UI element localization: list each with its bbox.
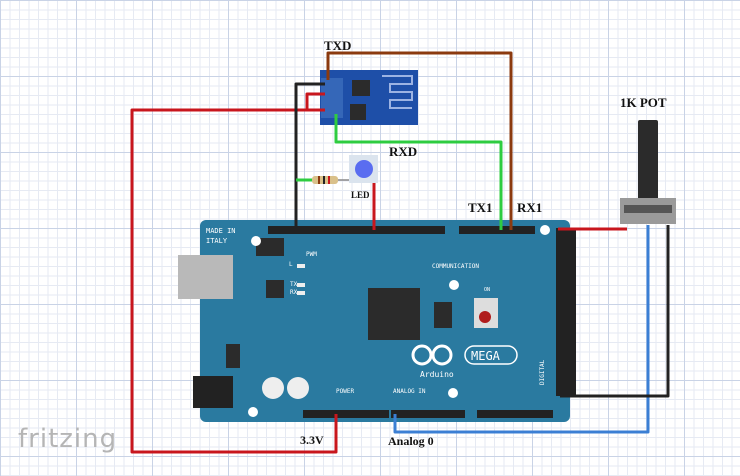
- wire-txd[interactable]: [326, 51, 513, 230]
- rx-led-label: RX: [290, 289, 298, 296]
- header-digital: [369, 226, 445, 234]
- microcontroller-chip: [368, 288, 420, 340]
- header-power: [303, 410, 389, 418]
- rxd-label: RXD: [389, 144, 417, 159]
- l-led-label: L: [289, 261, 293, 268]
- tx1-label: TX1: [468, 200, 493, 215]
- led-label: LED: [351, 190, 370, 200]
- analog0-label: Analog 0: [388, 434, 434, 448]
- v33-label: 3.3V: [300, 433, 324, 447]
- arduino-logo: MEGA Arduino: [411, 344, 518, 379]
- arduino-mega-board[interactable]: MADE IN ITALY PWM COMMUNICATION L TX RX …: [178, 220, 576, 422]
- fritzing-watermark: fritzing: [18, 424, 118, 454]
- analog-in-label: ANALOG IN: [393, 388, 426, 395]
- made-in-label: MADE IN: [206, 227, 236, 235]
- mega-label: MEGA: [471, 349, 501, 363]
- arduino-brand-label: Arduino: [420, 370, 454, 379]
- pot-knob: [638, 120, 658, 200]
- italy-label: ITALY: [206, 237, 228, 245]
- header-digital-pwm: [268, 226, 376, 234]
- wire-rxd[interactable]: [334, 114, 503, 230]
- capacitor: [287, 377, 309, 399]
- communication-label: COMMUNICATION: [432, 263, 479, 270]
- blue-led[interactable]: [349, 155, 378, 183]
- power-jack: [193, 376, 233, 408]
- capacitor: [262, 377, 284, 399]
- digital-label: DIGITAL: [539, 359, 546, 385]
- wire-3v3[interactable]: [130, 108, 338, 454]
- resistor[interactable]: [312, 176, 352, 184]
- power-label: POWER: [336, 388, 354, 395]
- potentiometer[interactable]: [620, 120, 676, 224]
- header-analog-high: [477, 410, 553, 418]
- on-led-label: ON: [484, 287, 490, 293]
- usb-port: [178, 255, 233, 299]
- wire-pot-gnd[interactable]: [560, 225, 670, 398]
- wire-analog0[interactable]: [393, 225, 650, 434]
- txd-label: TXD: [324, 38, 351, 53]
- tx-led-label: TX: [290, 281, 298, 288]
- pot-label: 1K POT: [620, 95, 667, 110]
- header-analog-low: [391, 410, 465, 418]
- header-communication: [459, 226, 535, 234]
- pwm-label: PWM: [306, 251, 317, 258]
- header-digital-right: [556, 228, 576, 396]
- wire-esp-vcc[interactable]: [305, 92, 325, 110]
- rx1-label: RX1: [517, 200, 542, 215]
